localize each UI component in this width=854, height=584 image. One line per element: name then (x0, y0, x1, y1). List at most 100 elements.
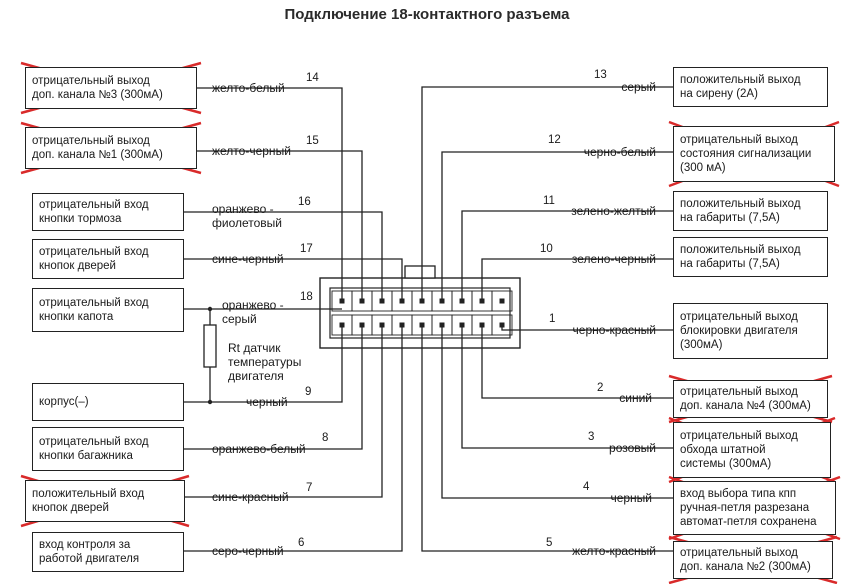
pin-number: 7 (306, 482, 313, 494)
box-text-line: отрицательный вход (39, 246, 149, 258)
right-wire (441, 325, 673, 499)
connector-housing (319, 277, 521, 349)
pin-number: 3 (588, 431, 595, 443)
pin-number: 18 (300, 291, 313, 303)
box-text-line: (300мА) (680, 339, 723, 351)
right-wire (481, 325, 673, 399)
right-wire-label: зелено-черный (572, 252, 656, 266)
pin-number: 2 (597, 382, 604, 394)
right-wire (501, 325, 673, 331)
connector-key (404, 265, 436, 279)
connector-inner-frame (329, 287, 511, 339)
box-text-line: доп. канала №2 (300мА) (680, 561, 811, 573)
box-text-line: положительный вход (32, 488, 145, 500)
box-text-line: работой двигателя (39, 553, 140, 565)
box-text-line: положительный выход (680, 74, 801, 86)
wire-color-label: температуры (228, 355, 302, 369)
wire-color-label: зелено-черный (571, 252, 656, 266)
right-wire (481, 258, 673, 301)
left-wire (197, 87, 343, 301)
box-text-line: автомат-петля сохранена (680, 516, 817, 528)
left-wire-label: оранжево -серый (222, 298, 284, 326)
junction-dot (207, 399, 213, 405)
box-text-line: отрицательный выход (680, 430, 798, 442)
right-wire (421, 86, 673, 301)
left-wire-label: желто-белый (212, 81, 285, 95)
pin-number: 1 (549, 313, 556, 325)
pin-number: 15 (306, 135, 319, 147)
right-wire-label: черный (610, 491, 652, 505)
right-wire-label: желто-красный (572, 544, 656, 558)
box-text-line: кнопок дверей (32, 502, 109, 514)
right-wire-label: серый (621, 80, 656, 94)
box-text-line: блокировки двигателя (680, 325, 798, 337)
box-text-line: кнопки тормоза (39, 213, 122, 225)
box-text-line: вход выбора типа кпп (680, 488, 797, 500)
pin-number: 12 (548, 134, 561, 146)
junction-dot (207, 306, 213, 312)
right-terminal-box: положительный выход на габариты (7,5А) (673, 191, 828, 231)
pin-number: 16 (298, 196, 311, 208)
pin-number: 17 (300, 243, 313, 255)
box-text-line: состояния сигнализации (680, 148, 812, 160)
right-wire (441, 151, 673, 301)
left-wire-label: серо-черный (212, 544, 284, 558)
right-wire-label: розовый (609, 441, 656, 455)
wire-color-label: черный (610, 491, 652, 505)
wire-color-label: черно-красный (572, 323, 656, 337)
left-wire-label: сине-черный (212, 252, 284, 266)
wire-color-label: синий (619, 391, 652, 405)
pin-number: 11 (543, 195, 555, 207)
right-wire-label: черно-красный (573, 323, 656, 337)
box-text-line: отрицательный выход (32, 75, 150, 87)
left-terminal-box: положительный вход кнопок дверей (25, 480, 185, 522)
left-terminal-box: отрицательный вход кнопки багажника (32, 427, 184, 471)
wire-color-label: серый (222, 312, 257, 326)
left-wire (184, 325, 343, 403)
right-wire-label: зелено-желтый (571, 204, 656, 218)
box-text-line: на габариты (7,5А) (680, 212, 780, 224)
box-text-line: отрицательный выход (680, 311, 798, 323)
left-wire-label: желто-черный (212, 144, 291, 158)
wire-color-label: оранжево-белый (212, 442, 306, 456)
box-text-line: доп. канала №1 (300мА) (32, 149, 163, 161)
box-text-line: кнопок дверей (39, 260, 116, 272)
box-text-line: обхода штатной (680, 444, 766, 456)
box-text-line: ручная-петля разрезана (680, 502, 810, 514)
box-text-line: положительный выход (680, 198, 801, 210)
left-wire (184, 211, 383, 301)
left-wire (185, 325, 383, 498)
box-text-line: отрицательный выход (32, 135, 150, 147)
box-text-line: доп. канала №4 (300мА) (680, 400, 811, 412)
box-text-line: отрицательный вход (39, 436, 149, 448)
box-text-line: кнопки багажника (39, 450, 133, 462)
left-wire (184, 258, 403, 301)
wire-color-label: серый (621, 80, 656, 94)
right-wire (461, 210, 673, 301)
wire-color-label: розовый (609, 441, 656, 455)
wire-color-label: желто-красный (572, 544, 656, 558)
left-wire (197, 150, 363, 301)
box-text-line: корпус(–) (39, 396, 89, 408)
diagram-title: Подключение 18-контактного разъема (284, 6, 570, 23)
box-text-line: на габариты (7,5А) (680, 258, 780, 270)
right-wire-label: синий (619, 391, 652, 405)
right-terminal-box: положительный выход на сирену (2А) (673, 67, 828, 107)
pin-number: 6 (298, 537, 305, 549)
pin-number: 8 (322, 432, 329, 444)
box-text-line: на сирену (2А) (680, 88, 758, 100)
box-text-line: положительный выход (680, 244, 801, 256)
wire-color-label: сине-черный (212, 252, 284, 266)
wire-color-label: Rt датчик (228, 341, 281, 355)
pin-number: 4 (583, 481, 590, 493)
right-wire (421, 325, 673, 552)
left-wire-label: черный (246, 395, 288, 409)
